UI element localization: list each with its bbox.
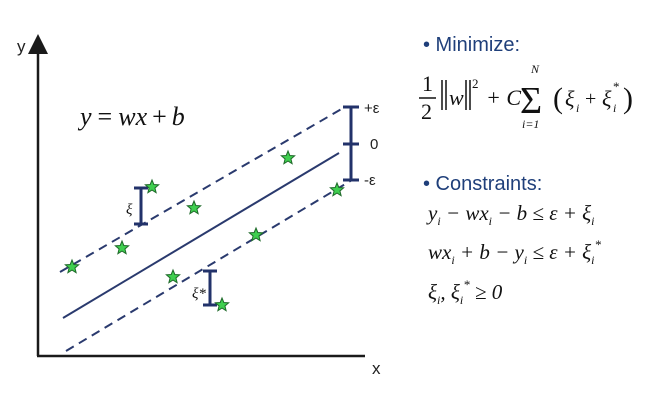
zero-label: 0 bbox=[370, 136, 378, 153]
norm-w: w bbox=[449, 85, 464, 110]
constraint-1: yi − wxi − b ≤ ε + ξi bbox=[426, 201, 595, 228]
sum-sigma-icon: Σ bbox=[520, 80, 542, 122]
lower-tube-boundary bbox=[65, 179, 353, 352]
plus-c: + C bbox=[486, 85, 521, 110]
sum-xi-star: ξ bbox=[602, 86, 612, 111]
right-paren: ) bbox=[623, 82, 633, 115]
sum-xi-sub: i bbox=[576, 101, 579, 115]
data-point-star-icon bbox=[280, 149, 296, 165]
data-point-star-icon bbox=[165, 268, 181, 284]
sum-xi-star-sub: i bbox=[613, 101, 616, 115]
constraint-3: ξi, ξi* ≥ 0 bbox=[428, 277, 503, 307]
constraint-2: wxi + b − yi ≤ ε + ξi* bbox=[428, 237, 602, 267]
sum-xi: ξ bbox=[565, 86, 575, 111]
half-numerator: 1 bbox=[422, 71, 433, 96]
xi-star-slack-bracket bbox=[203, 269, 217, 307]
data-point-star-icon bbox=[64, 258, 80, 274]
data-points bbox=[64, 149, 345, 312]
xi-star-label: ξ* bbox=[192, 286, 206, 302]
sum-lower-limit: i=1 bbox=[522, 117, 539, 131]
regression-equation: y=wx+b bbox=[77, 102, 185, 131]
minimize-heading: • Minimize: bbox=[423, 34, 520, 56]
sum-xi-star-sup: * bbox=[613, 79, 620, 94]
constraints-block: • Constraints: yi − wxi − b ≤ ε + ξi wxi… bbox=[423, 173, 602, 307]
epsilon-bracket bbox=[343, 105, 359, 182]
data-point-star-icon bbox=[248, 226, 264, 242]
half-denominator: 2 bbox=[421, 99, 432, 124]
data-point-star-icon bbox=[114, 239, 130, 255]
sum-upper-limit: N bbox=[530, 62, 540, 76]
data-point-star-icon bbox=[186, 199, 202, 215]
axes: y x bbox=[17, 34, 381, 378]
data-point-star-icon bbox=[144, 178, 160, 194]
regression-tube bbox=[59, 106, 353, 352]
xi-slack-bracket bbox=[134, 186, 148, 226]
x-axis-label: x bbox=[372, 359, 381, 378]
upper-tube-boundary bbox=[59, 106, 346, 273]
data-point-star-icon bbox=[329, 181, 345, 197]
xi-label: ξ bbox=[126, 202, 133, 218]
sum-plus: + bbox=[585, 88, 596, 110]
left-paren: ( bbox=[553, 82, 563, 115]
plus-epsilon-label: +ε bbox=[364, 100, 380, 117]
regression-line bbox=[62, 152, 340, 319]
norm-exponent: 2 bbox=[472, 76, 479, 91]
minus-epsilon-label: -ε bbox=[364, 172, 376, 189]
minimize-block: • Minimize: 1 2 w 2 + C N Σ i=1 ( ξ i + … bbox=[419, 34, 633, 131]
y-axis-label: y bbox=[17, 37, 26, 56]
data-point-star-icon bbox=[214, 296, 230, 312]
constraints-heading: • Constraints: bbox=[423, 173, 542, 195]
